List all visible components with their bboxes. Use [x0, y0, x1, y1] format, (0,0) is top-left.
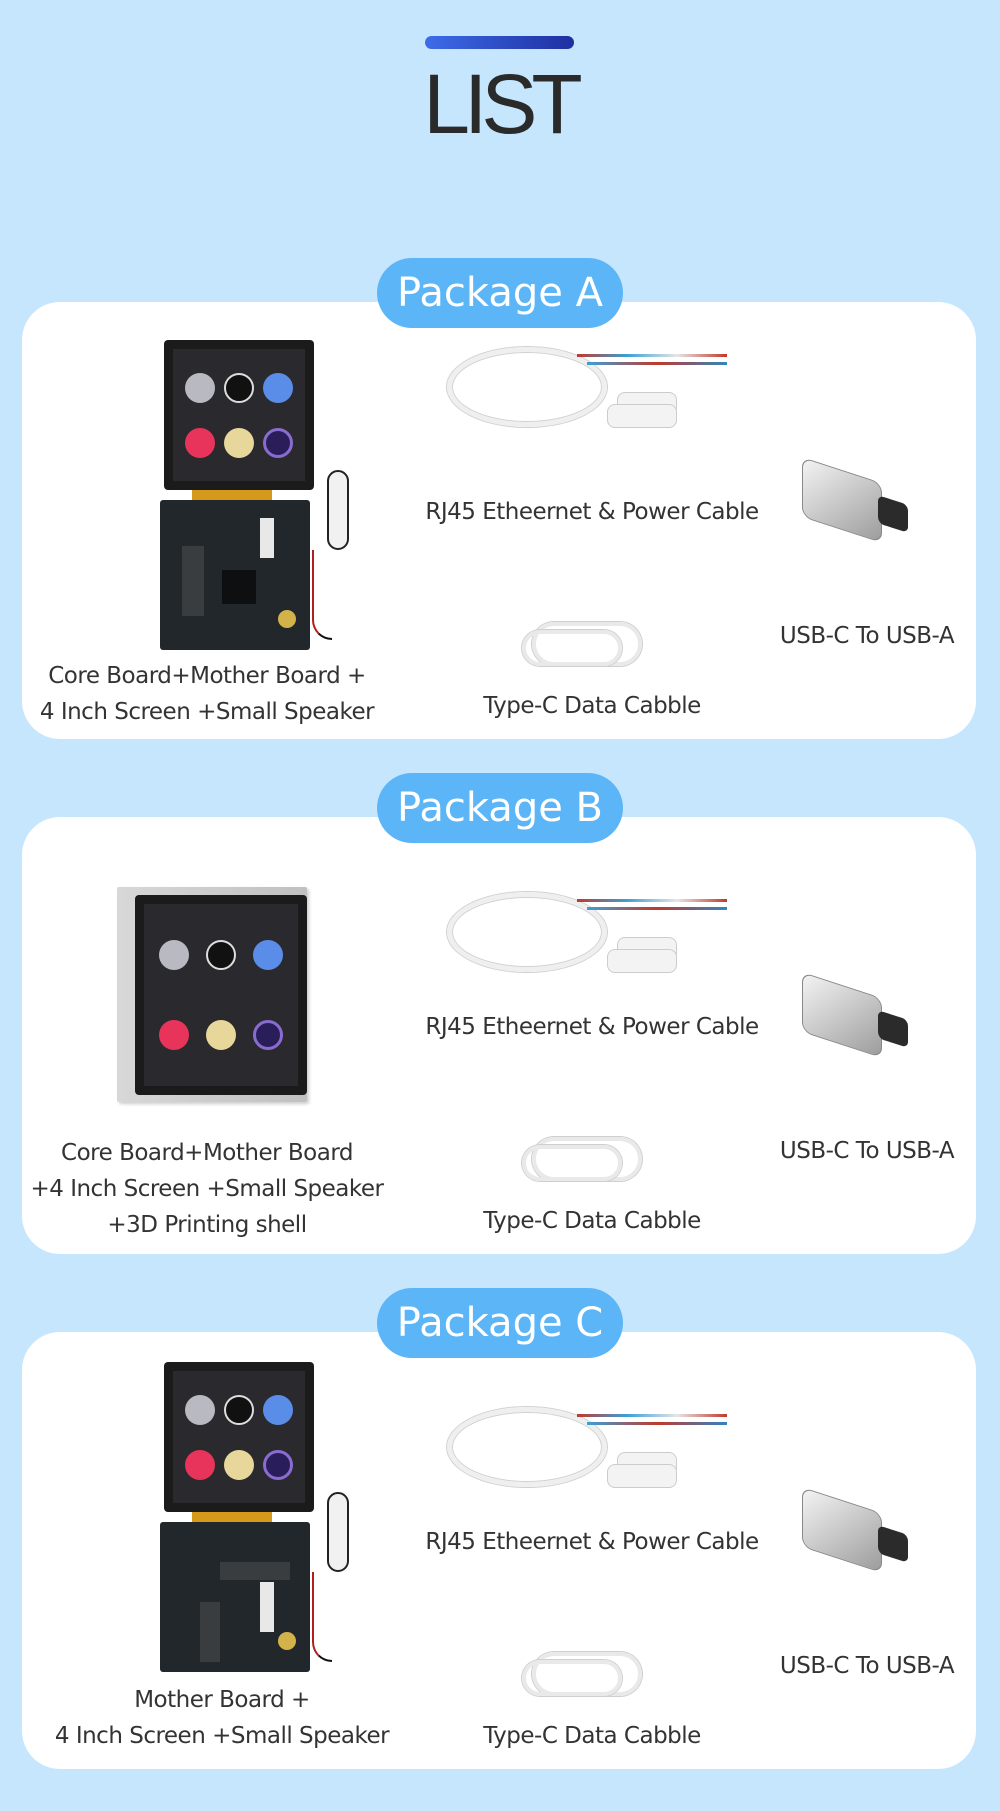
data-cable-caption: Type-C Data Cabble: [483, 1723, 701, 1749]
rj45-cable-image: [447, 342, 737, 442]
package-a-card: Core Board+Mother Board + 4 Inch Screen …: [22, 302, 976, 739]
ethernet-cable-caption: RJ45 Etheernet & Power Cable: [425, 1529, 759, 1555]
title-accent-bar: [425, 36, 574, 49]
device-board-image: [142, 340, 349, 650]
screen-image: [164, 1362, 314, 1512]
package-b-label: Package B: [377, 773, 623, 843]
package-c-label: Package C: [377, 1288, 623, 1358]
speaker-image: [327, 470, 349, 550]
mother-board-image: [160, 500, 310, 650]
package-c-card: Mother Board + 4 Inch Screen +Small Spea…: [22, 1332, 976, 1769]
type-c-cable-image: [512, 1652, 642, 1700]
adapter-caption: USB-C To USB-A: [779, 623, 955, 649]
ethernet-cable-caption: RJ45 Etheernet & Power Cable: [425, 499, 759, 525]
package-b-card: Core Board+Mother Board +4 Inch Screen +…: [22, 817, 976, 1254]
ethernet-cable-caption: RJ45 Etheernet & Power Cable: [425, 1014, 759, 1040]
package-a-label: Package A: [377, 258, 623, 328]
adapter-caption: USB-C To USB-A: [779, 1138, 955, 1164]
speaker-image: [327, 1492, 349, 1572]
main-item-caption: Mother Board + 4 Inch Screen +Small Spea…: [54, 1687, 390, 1749]
main-item-caption: Core Board+Mother Board + 4 Inch Screen …: [39, 663, 375, 725]
data-cable-caption: Type-C Data Cabble: [483, 1208, 701, 1234]
device-shell-image: [117, 887, 307, 1102]
rj45-cable-image: [447, 887, 737, 987]
adapter-caption: USB-C To USB-A: [779, 1653, 955, 1679]
type-c-cable-image: [512, 622, 642, 670]
rj45-cable-image: [447, 1402, 737, 1502]
main-item-caption: Core Board+Mother Board +4 Inch Screen +…: [30, 1140, 384, 1238]
screen-image: [135, 895, 307, 1095]
usb-adapter-image: [802, 457, 912, 543]
page-title: LIST: [423, 57, 582, 151]
screen-image: [164, 340, 314, 490]
usb-adapter-image: [802, 972, 912, 1058]
device-board-image: [142, 1362, 349, 1672]
usb-adapter-image: [802, 1487, 912, 1573]
mother-board-image: [160, 1522, 310, 1672]
type-c-cable-image: [512, 1137, 642, 1185]
data-cable-caption: Type-C Data Cabble: [483, 693, 701, 719]
